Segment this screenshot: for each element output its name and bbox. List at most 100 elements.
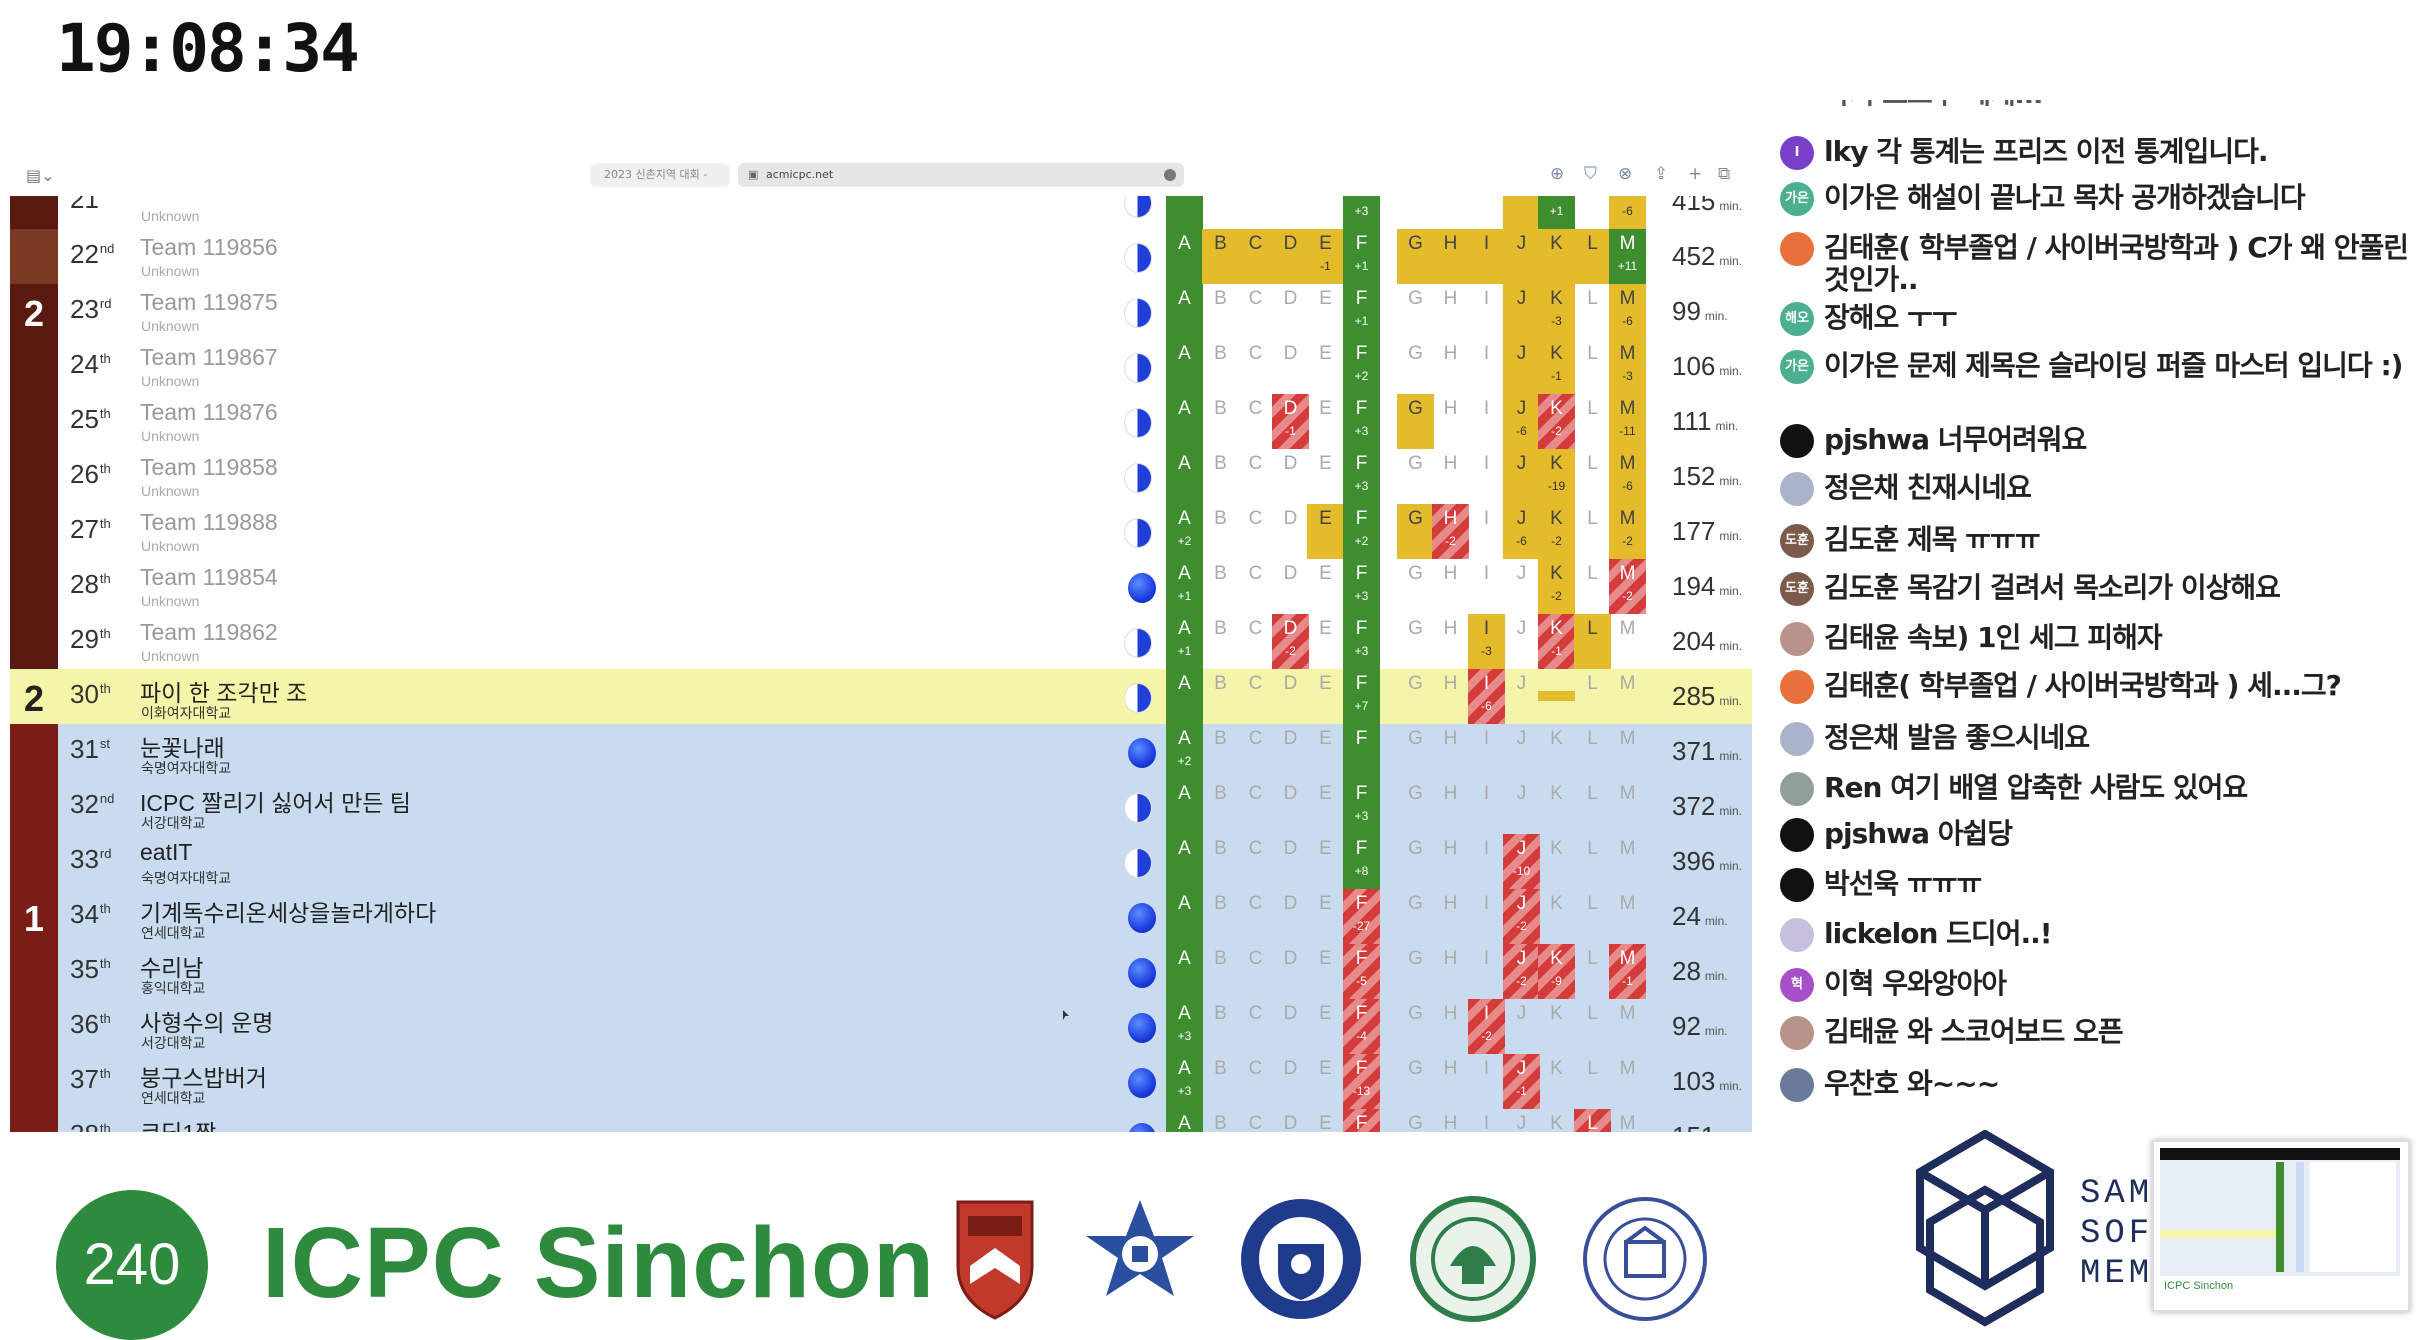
problem-cell-h[interactable]: H — [1443, 563, 1458, 584]
problem-cell-k[interactable]: K+1 — [1538, 196, 1575, 229]
browser-tab[interactable]: 2023 신촌지역 대회 - — [590, 163, 730, 187]
problem-cell-g[interactable]: G — [1408, 343, 1423, 364]
problem-cell-m[interactable]: M — [1619, 783, 1636, 804]
problem-cell-c[interactable]: C — [1248, 398, 1263, 419]
problem-cell-k[interactable]: K — [1538, 229, 1575, 284]
problem-cell-e[interactable]: E — [1319, 618, 1332, 639]
team-name[interactable]: Team 119867 — [140, 344, 278, 370]
problem-cell-a[interactable]: A — [1166, 1109, 1203, 1132]
problem-cell-h[interactable]: H — [1443, 288, 1458, 309]
problem-cell-m[interactable]: M-3 — [1609, 339, 1646, 394]
problem-cell-i[interactable]: I — [1483, 453, 1490, 474]
problem-cell-a[interactable]: A+3 — [1166, 1054, 1203, 1109]
problem-cell-i[interactable]: I — [1483, 783, 1490, 804]
problem-cell-j[interactable]: J — [1503, 339, 1540, 394]
problem-cell-d[interactable]: D — [1272, 229, 1309, 284]
problem-cell-b[interactable]: B — [1214, 618, 1227, 639]
problem-cell-k[interactable]: K-19 — [1538, 449, 1575, 504]
problem-cell-h[interactable]: H — [1443, 398, 1458, 419]
team-name[interactable]: Team 119856 — [140, 234, 278, 260]
problem-cell-j[interactable]: J — [1516, 673, 1527, 694]
problem-cell-a[interactable]: A — [1166, 284, 1203, 339]
problem-cell-d[interactable]: D — [1283, 728, 1298, 749]
problem-cell-f[interactable]: F-4 — [1343, 999, 1380, 1054]
problem-cell-j[interactable]: J-6 — [1503, 504, 1540, 559]
team-name[interactable]: 붕구스밥버거 — [140, 1065, 267, 1091]
problem-cell-f[interactable]: F-13 — [1343, 1054, 1380, 1109]
problem-cell-c[interactable]: C — [1248, 288, 1263, 309]
problem-cell-a[interactable]: A+1 — [1166, 614, 1203, 669]
problem-cell-c[interactable]: C — [1248, 948, 1263, 969]
problem-cell-e[interactable]: E — [1319, 453, 1332, 474]
team-name[interactable]: 파이 한 조각만 조 — [140, 680, 308, 706]
problem-cell-a[interactable]: A — [1166, 449, 1203, 504]
problem-cell-m[interactable]: M-6 — [1609, 196, 1646, 229]
problem-cell-b[interactable]: B — [1202, 196, 1239, 229]
close-tab-icon[interactable] — [1164, 169, 1176, 181]
problem-cell-e[interactable]: E — [1319, 1003, 1332, 1024]
problem-cell-a[interactable]: A — [1166, 834, 1203, 889]
problem-cell-f[interactable]: F+3 — [1343, 614, 1380, 669]
problem-cell-f[interactable]: F-27 — [1343, 889, 1380, 944]
problem-cell-b[interactable]: B — [1214, 288, 1227, 309]
problem-cell-g[interactable]: G — [1408, 783, 1423, 804]
problem-cell-c[interactable]: C — [1248, 453, 1263, 474]
problem-cell-j[interactable]: J — [1503, 449, 1540, 504]
problem-cell-j[interactable]: J — [1516, 1003, 1527, 1024]
problem-cell-j[interactable]: J — [1516, 728, 1527, 749]
problem-cell-c[interactable]: C — [1248, 343, 1263, 364]
problem-cell-l[interactable]: L — [1587, 398, 1598, 419]
problem-cell-h[interactable]: H-2 — [1432, 504, 1469, 559]
problem-cell-d[interactable]: D — [1283, 783, 1298, 804]
team-name[interactable]: 사형수의 운명 — [140, 1010, 274, 1036]
problem-cell-b[interactable]: B — [1214, 1058, 1227, 1079]
problem-cell-l[interactable]: L — [1587, 453, 1598, 474]
problem-cell-a[interactable]: A — [1166, 339, 1203, 394]
problem-cell-c[interactable]: C — [1248, 508, 1263, 529]
problem-cell-c[interactable]: C — [1237, 196, 1274, 229]
problem-cell-j[interactable]: J — [1503, 229, 1540, 284]
problem-cell-l[interactable]: L — [1587, 948, 1598, 969]
problem-cell-j[interactable]: J-6 — [1503, 394, 1540, 449]
problem-cell-b[interactable]: B — [1202, 229, 1239, 284]
team-name[interactable]: Team 119888 — [140, 509, 278, 535]
team-name[interactable]: Team 119862 — [140, 619, 278, 645]
problem-cell-f[interactable]: F+1 — [1343, 284, 1380, 339]
problem-cell-i[interactable]: I — [1483, 1113, 1490, 1132]
problem-cell-b[interactable]: B — [1214, 1003, 1227, 1024]
sidebar-toggle-icon[interactable]: ▤⌄ — [26, 166, 55, 185]
problem-cell-e[interactable]: E — [1319, 1058, 1332, 1079]
problem-cell-b[interactable]: B — [1214, 508, 1227, 529]
problem-cell-g[interactable]: G — [1408, 838, 1423, 859]
problem-cell-k[interactable]: K — [1550, 893, 1563, 914]
problem-cell-l[interactable]: L — [1587, 838, 1598, 859]
problem-cell-j[interactable]: J — [1516, 563, 1527, 584]
problem-cell-h[interactable]: H — [1443, 948, 1458, 969]
problem-cell-k[interactable]: K-2 — [1538, 394, 1575, 449]
problem-cell-j[interactable]: J-2 — [1503, 944, 1540, 999]
problem-cell-f[interactable]: F+3 — [1343, 449, 1380, 504]
problem-cell-j[interactable]: J-1 — [1503, 1054, 1540, 1109]
problem-cell-j[interactable]: J-10 — [1503, 834, 1540, 889]
problem-cell-k[interactable]: K-2 — [1538, 559, 1575, 614]
share-icon[interactable]: ⇪ — [1654, 164, 1669, 184]
team-name[interactable]: Team 119876 — [140, 399, 278, 425]
problem-cell-m[interactable]: M — [1619, 893, 1636, 914]
problem-cell-i[interactable]: I — [1483, 398, 1490, 419]
problem-cell-g[interactable]: G — [1408, 673, 1423, 694]
problem-cell-g[interactable]: G — [1397, 229, 1434, 284]
problem-cell-l[interactable]: L — [1587, 508, 1598, 529]
team-name[interactable]: 기계독수리온세상을놀라게하다 — [140, 900, 437, 926]
problem-cell-j[interactable]: J — [1516, 1113, 1527, 1132]
problem-cell-m[interactable]: M — [1619, 728, 1636, 749]
problem-cell-e[interactable]: E — [1319, 1113, 1332, 1132]
problem-cell-e[interactable]: E — [1307, 196, 1344, 229]
problem-cell-b[interactable]: B — [1214, 893, 1227, 914]
shield-icon[interactable]: ⛉ — [1584, 164, 1597, 184]
problem-cell-f[interactable]: F+3 — [1343, 196, 1380, 229]
problem-cell-l[interactable]: L — [1587, 1003, 1598, 1024]
problem-cell-c[interactable]: C — [1248, 838, 1263, 859]
problem-cell-f[interactable]: F+3 — [1343, 779, 1380, 834]
problem-cell-b[interactable]: B — [1214, 948, 1227, 969]
tabs-overview-icon[interactable]: ⧉ — [1718, 164, 1731, 184]
